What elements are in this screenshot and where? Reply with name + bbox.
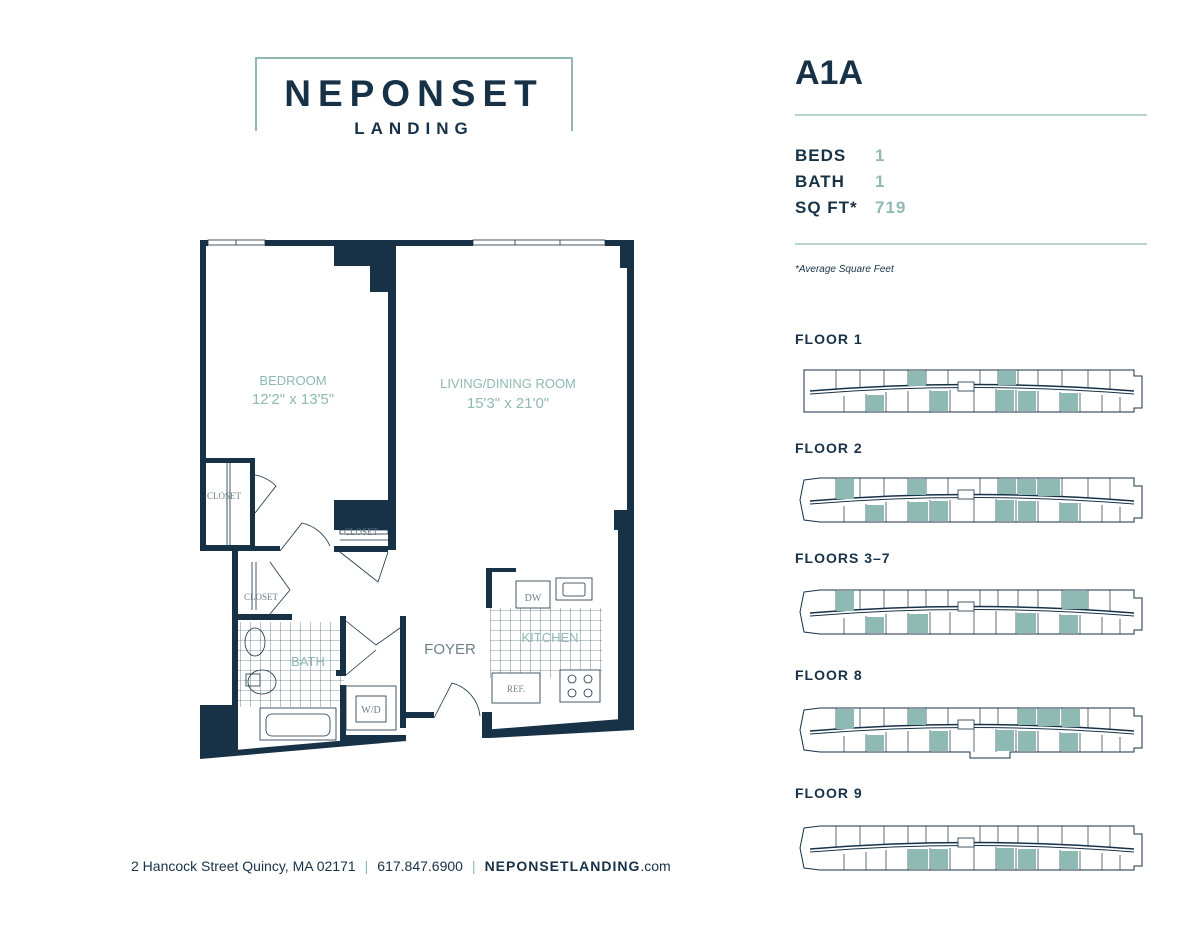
bath-label: BATH bbox=[291, 654, 325, 669]
washer-dryer-label: W/D bbox=[361, 705, 380, 716]
footer-contact: 2 Hancock Street Quincy, MA 02171 | 617.84… bbox=[131, 858, 671, 874]
hall-closet-label: CLOSET bbox=[244, 592, 279, 602]
key-plan-floors-3-7 bbox=[799, 589, 1143, 635]
footer-website-tld[interactable]: .com bbox=[640, 858, 671, 874]
bedroom-label: BEDROOM bbox=[259, 373, 326, 388]
key-plan-floor-1 bbox=[803, 369, 1143, 413]
logo-subtitle-text: LANDING bbox=[346, 119, 482, 138]
sqft-footnote: *Average Square Feet bbox=[795, 264, 894, 275]
footer-separator: | bbox=[471, 858, 476, 874]
spec-bath-value: 1 bbox=[875, 172, 886, 191]
floor-label-9: FLOOR 9 bbox=[795, 785, 863, 801]
divider-top bbox=[795, 114, 1147, 116]
kitchen-label: KITCHEN bbox=[521, 630, 578, 645]
floor-label-3-7: FLOORS 3–7 bbox=[795, 550, 891, 566]
bedroom-closet-2-label: CLOSET bbox=[344, 527, 379, 537]
floor-label-1: FLOOR 1 bbox=[795, 331, 863, 347]
spec-beds-value: 1 bbox=[875, 146, 886, 165]
unit-title: A1A bbox=[795, 54, 864, 92]
spec-bath-label: BATH bbox=[795, 172, 845, 191]
key-plan-floor-2 bbox=[799, 477, 1143, 523]
refrigerator-label: REF. bbox=[507, 684, 525, 694]
footer-website[interactable]: NEPONSETLANDING bbox=[484, 858, 641, 874]
bedroom-dimensions: 12'2" x 13'5" bbox=[252, 391, 334, 408]
footer-separator: | bbox=[364, 858, 369, 874]
footer-address: 2 Hancock Street Quincy, MA 02171 bbox=[131, 858, 356, 874]
living-room-dimensions: 15'3" x 21'0" bbox=[467, 395, 549, 412]
bedroom-closet-label: CLOSET bbox=[207, 491, 242, 501]
logo-name: NEPONSET bbox=[284, 73, 544, 114]
floor-label-2: FLOOR 2 bbox=[795, 440, 863, 456]
unit-floor-plan: BEDROOM 12'2" x 13'5" LIVING/DINING ROOM… bbox=[200, 239, 634, 759]
spec-beds-label: BEDS bbox=[795, 146, 847, 165]
spec-sqft-value: 719 bbox=[875, 198, 907, 217]
foyer-label: FOYER bbox=[424, 641, 476, 658]
living-room-label: LIVING/DINING ROOM bbox=[440, 376, 576, 391]
divider-bottom bbox=[795, 243, 1147, 245]
kitchen-tile-floor bbox=[490, 608, 602, 678]
key-plan-floor-9 bbox=[799, 825, 1143, 871]
brand-logo: NEPONSET LANDING bbox=[255, 57, 573, 139]
logo-subtitle: LANDING bbox=[257, 119, 571, 139]
spec-sqft-label: SQ FT* bbox=[795, 198, 858, 217]
floor-label-8: FLOOR 8 bbox=[795, 667, 863, 683]
key-plan-floor-8 bbox=[799, 707, 1143, 759]
footer-phone[interactable]: 617.847.6900 bbox=[377, 858, 463, 874]
dishwasher-label: DW bbox=[525, 593, 542, 604]
